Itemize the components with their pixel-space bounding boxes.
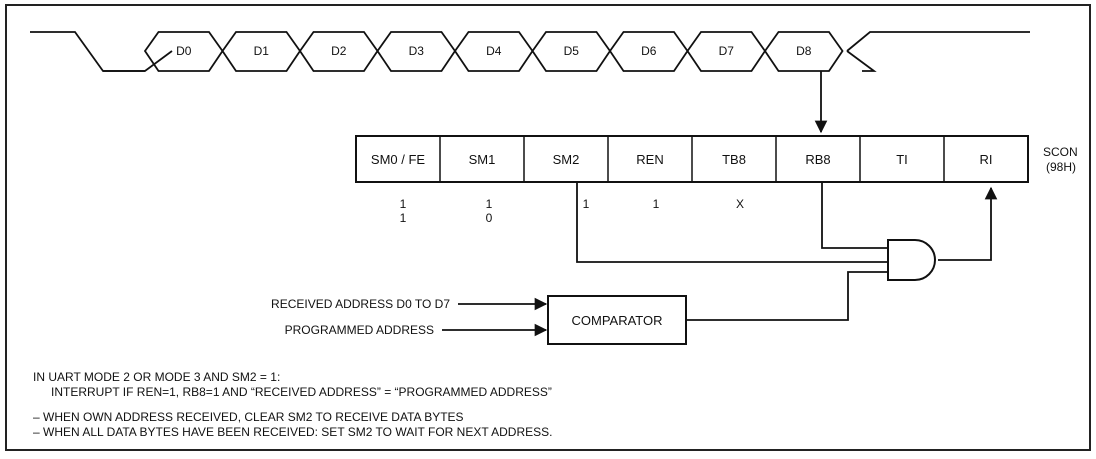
comparator-box [547,295,687,345]
bit-cell-d8 [763,31,844,72]
note-line-4: – WHEN ALL DATA BYTES HAVE BEEN RECEIVED… [33,425,552,439]
register-bit-sm2: SM2 [553,152,580,167]
received-address-label: RECEIVED ADDRESS D0 TO D7 [271,297,450,311]
note-line-3: – WHEN OWN ADDRESS RECEIVED, CLEAR SM2 T… [33,410,464,424]
register-bit-ti: TI [896,152,908,167]
register-bit-ri: RI [980,152,993,167]
and-gate [887,239,936,281]
register-address: (98H) [1046,160,1076,174]
mode-values: 1 1 1 0 1 1 X [400,197,744,225]
sm2-value: 1 [583,197,590,211]
comparator-to-and-wire [686,271,888,321]
bit-label-d6: D6 [641,44,657,58]
diagram-frame [5,4,1091,451]
register-bit-sm1: SM1 [469,152,496,167]
signal-wires [576,182,888,321]
note-line-2: INTERRUPT IF REN=1, RB8=1 AND “RECEIVED … [51,385,552,399]
comparator-label: COMPARATOR [571,313,662,328]
bit-label-d7: D7 [719,44,735,58]
notes: IN UART MODE 2 OR MODE 3 AND SM2 = 1: IN… [33,370,552,439]
scon-register: SM0 / FE SM1 SM2 REN TB8 RB8 TI RI [355,135,1029,183]
ren-value: 1 [653,197,660,211]
bit-label-d0: D0 [176,44,192,58]
bit-label-d5: D5 [564,44,580,58]
programmed-address-label: PROGRAMMED ADDRESS [285,323,434,337]
register-name: SCON [1043,145,1078,159]
and-to-ri-arrow [938,186,998,261]
sm1-value-row1: 1 [486,197,493,211]
register-bit-tb8: TB8 [722,152,746,167]
register-bit-ren: REN [636,152,663,167]
bit-label-d3: D3 [409,44,425,58]
tb8-value: X [736,197,744,211]
sm1-value-row2: 0 [486,211,493,225]
note-line-1: IN UART MODE 2 OR MODE 3 AND SM2 = 1: [33,370,280,384]
register-bit-rb8: RB8 [805,152,830,167]
sm0-value-row2: 1 [400,211,407,225]
bit-label-d8: D8 [796,44,812,58]
sm2-wire [576,182,888,263]
register-bit-sm0-fe: SM0 / FE [371,152,426,167]
bit-label-d2: D2 [331,44,347,58]
rb8-wire [821,182,888,249]
sm0-value-row1: 1 [400,197,407,211]
bit-label-d1: D1 [254,44,270,58]
bit-label-d4: D4 [486,44,502,58]
data-bit-cells: D0 D1 D2 D3 D4 D5 D6 D7 D8 [143,31,844,72]
